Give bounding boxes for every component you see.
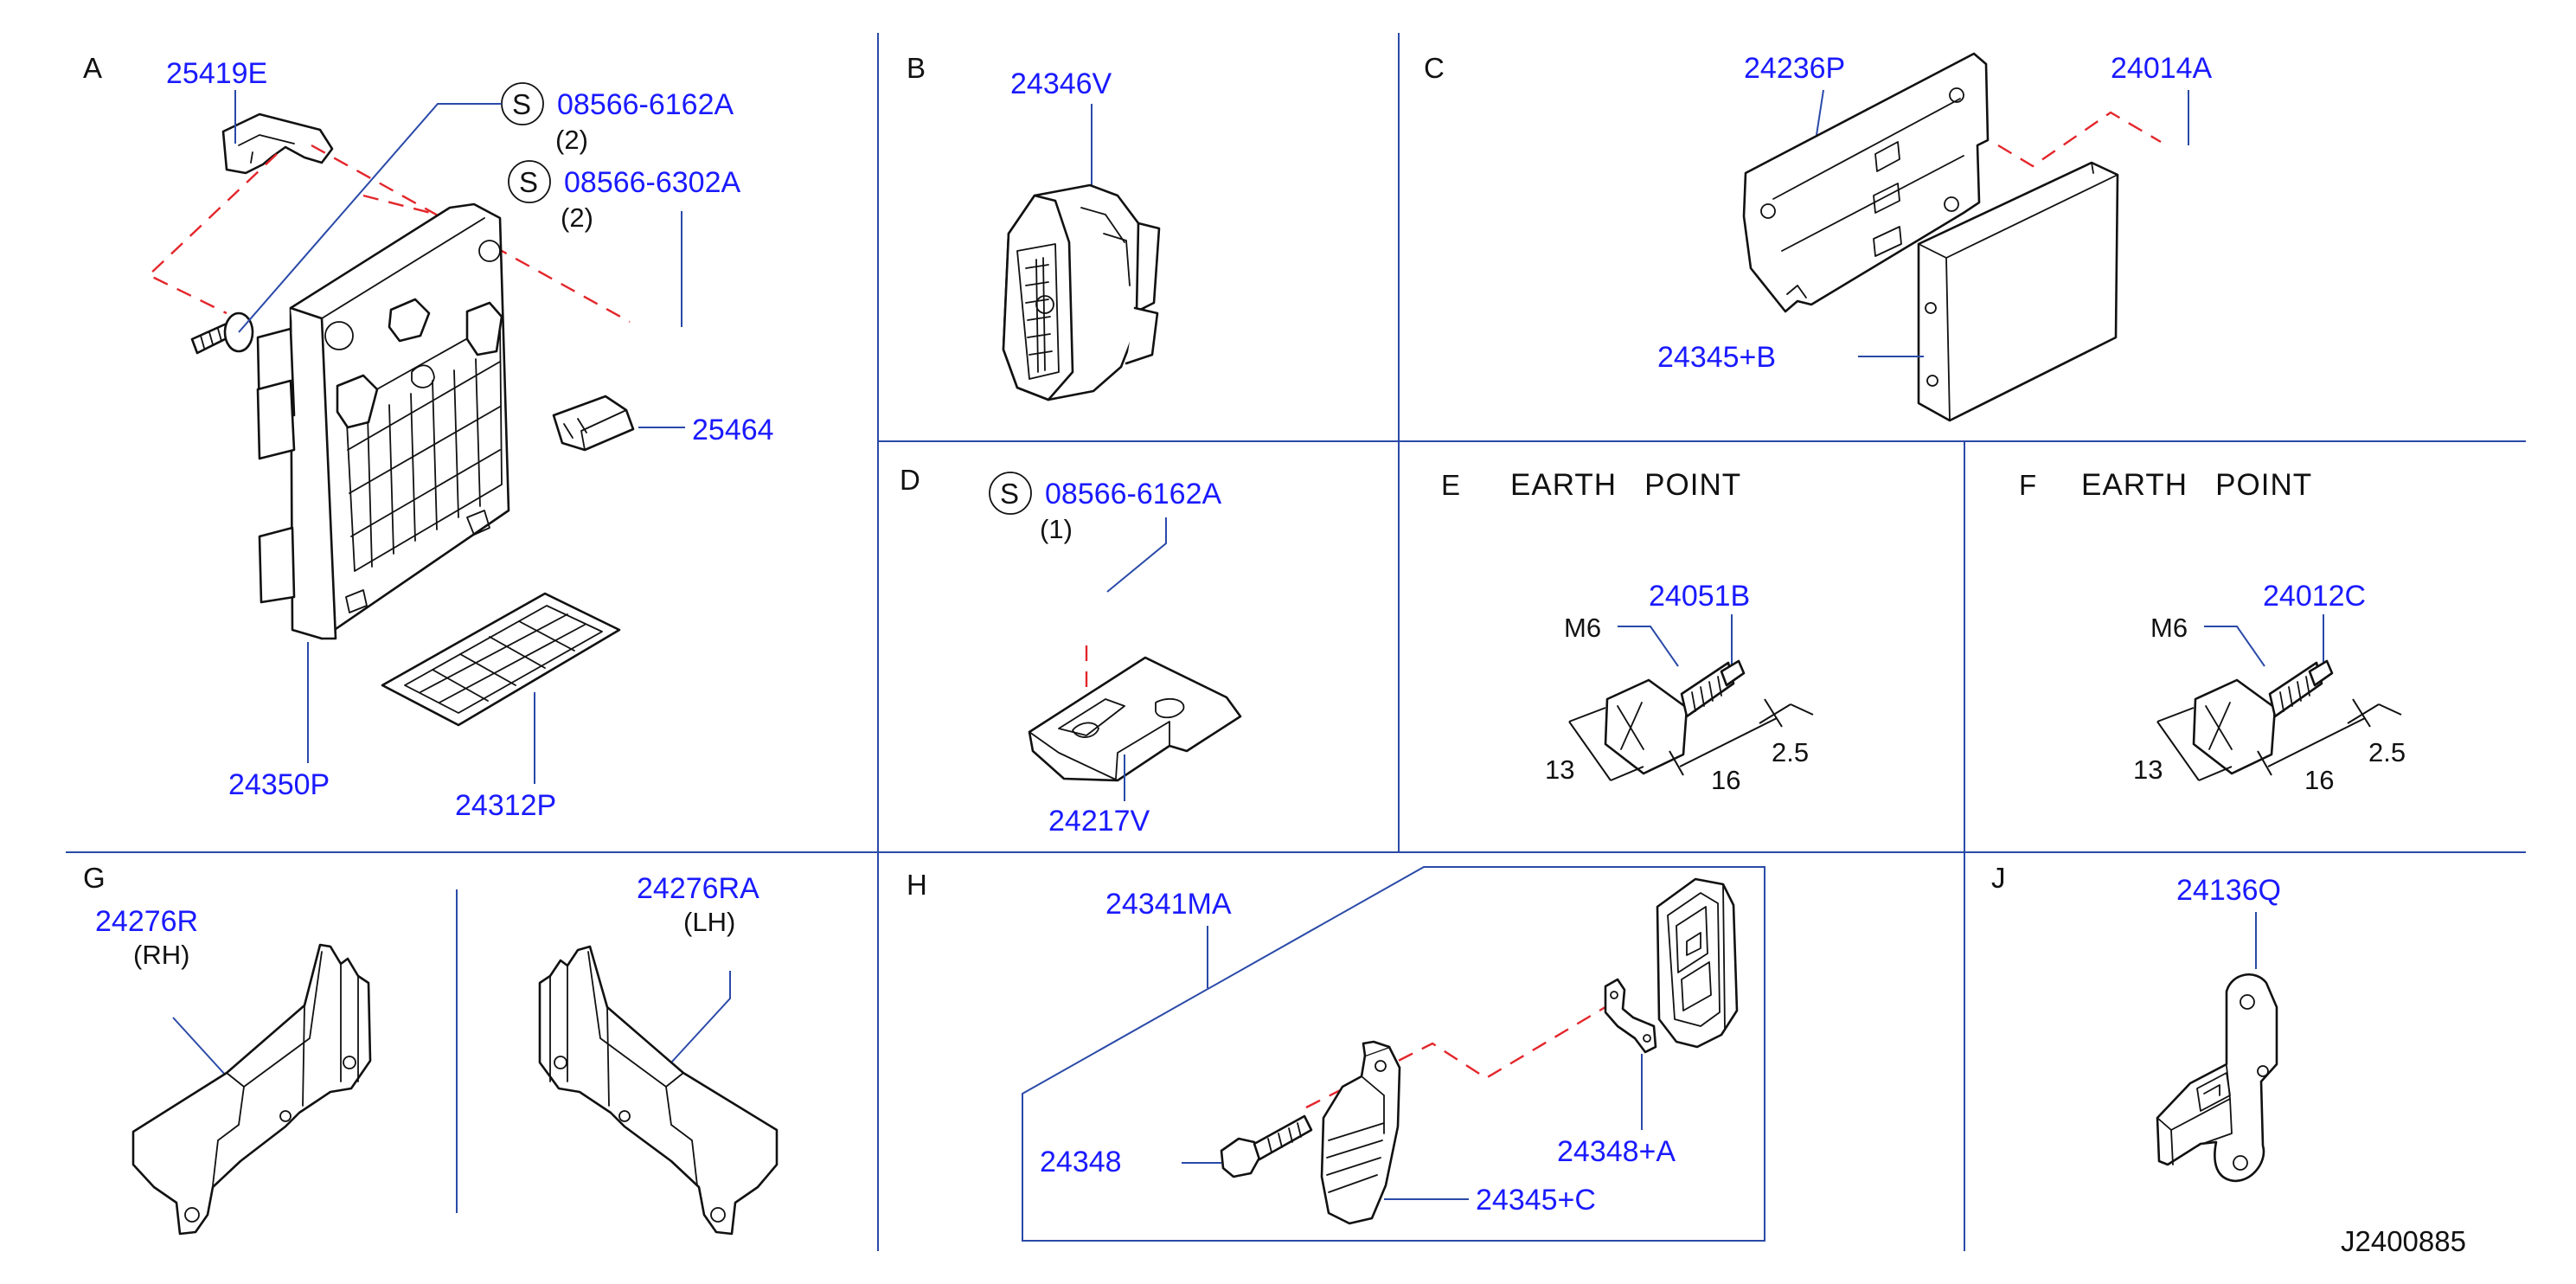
sensor-icon bbox=[1320, 1040, 1401, 1225]
section-d: D S 08566-6162A (1) 24217V bbox=[900, 464, 1242, 838]
section-e-title: EARTH POINT bbox=[1510, 468, 1741, 502]
section-grid bbox=[66, 33, 2526, 1251]
section-b: B 24346V bbox=[907, 52, 1161, 401]
section-j: J 24136Q bbox=[1991, 862, 2281, 1183]
section-h: H 24341MA 24348 24345+C 24348+A bbox=[907, 866, 1765, 1242]
part-24312p-label[interactable]: 24312P bbox=[455, 789, 556, 822]
part-24345b-label[interactable]: 24345+B bbox=[1657, 341, 1776, 374]
mount-bracket-j-icon bbox=[2156, 973, 2278, 1183]
assembly-frame bbox=[1022, 866, 1765, 1242]
part-24276ra-label[interactable]: 24276RA bbox=[637, 872, 759, 905]
section-e: E EARTH POINT 24051B M6 13 16 2.5 bbox=[1441, 468, 1814, 795]
section-letter-c: C bbox=[1424, 52, 1445, 84]
screw-symbol-3-icon bbox=[989, 472, 1032, 515]
diagram-code: J2400885 bbox=[2341, 1225, 2466, 1257]
screw-symbol-2-icon bbox=[508, 160, 551, 203]
dim-13-f-label: 13 bbox=[2133, 754, 2163, 785]
section-letter-g: G bbox=[83, 862, 106, 894]
bolt-24348-icon bbox=[1220, 1114, 1313, 1178]
part-24276r-side: (RH) bbox=[133, 940, 189, 970]
dim-2-5-f-label: 2.5 bbox=[2368, 737, 2406, 767]
section-f: F EARTH POINT 24012C M6 13 16 2.5 bbox=[2019, 468, 2406, 795]
bracket-25419e-icon bbox=[221, 112, 334, 175]
part-08566-6162a-d-label[interactable]: 08566-6162A bbox=[1045, 478, 1222, 510]
part-24276r-label[interactable]: 24276R bbox=[95, 905, 198, 938]
section-g: G 24276R (RH) 24276RA (LH) bbox=[83, 862, 779, 1236]
fuse-icon bbox=[552, 395, 635, 452]
part-24348a-label[interactable]: 24348+A bbox=[1557, 1135, 1676, 1168]
dim-13-label: 13 bbox=[1545, 754, 1574, 785]
section-letter-j: J bbox=[1991, 862, 2006, 894]
part-24346v-label[interactable]: 24346V bbox=[1010, 67, 1112, 100]
section-letter-f: F bbox=[2019, 469, 2036, 501]
connector-icon bbox=[1002, 183, 1161, 401]
section-letter-e: E bbox=[1441, 469, 1460, 501]
junction-box-icon bbox=[256, 202, 510, 640]
screw-symbol-3: S bbox=[1000, 478, 1019, 510]
section-c: C 24236P 24014A 24345+B bbox=[1424, 52, 2213, 422]
part-25419e-label[interactable]: 25419E bbox=[166, 57, 267, 90]
part-08566-6162a-label[interactable]: 08566-6162A bbox=[557, 88, 734, 121]
dim-2-5-label: 2.5 bbox=[1772, 737, 1809, 767]
earth-clip-icon bbox=[1028, 656, 1242, 782]
mounting-bracket-icon bbox=[1742, 52, 1990, 313]
part-24350p-label[interactable]: 24350P bbox=[228, 768, 330, 801]
fuse-cover-icon bbox=[381, 592, 621, 727]
bolt-24012c-icon bbox=[2192, 659, 2334, 775]
thread-m6-label: M6 bbox=[1564, 613, 1601, 643]
thread-m6-f-label: M6 bbox=[2150, 613, 2188, 643]
part-24136q-label[interactable]: 24136Q bbox=[2176, 874, 2281, 907]
control-module-icon bbox=[1917, 161, 2119, 422]
screw-icon bbox=[190, 311, 254, 355]
part-24276ra-side: (LH) bbox=[683, 907, 735, 937]
section-letter-b: B bbox=[907, 52, 926, 84]
part-08566-6302a-qty: (2) bbox=[561, 202, 593, 233]
part-24236p-label[interactable]: 24236P bbox=[1744, 52, 1845, 85]
bolt-24051b-icon bbox=[1604, 659, 1746, 775]
part-24012c-label[interactable]: 24012C bbox=[2263, 580, 2366, 613]
connector-h-icon bbox=[1656, 877, 1739, 1049]
bracket-lh-icon bbox=[538, 945, 779, 1236]
part-24217v-label[interactable]: 24217V bbox=[1048, 805, 1150, 838]
section-a: A 25419E S 08566-6162A (2) S 08566-6302A… bbox=[83, 52, 774, 822]
dim-16-f-label: 16 bbox=[2304, 765, 2334, 795]
screw-symbol-1: S bbox=[512, 88, 531, 120]
bracket-rh-icon bbox=[131, 943, 372, 1236]
section-letter-h: H bbox=[907, 869, 927, 901]
section-letter-d: D bbox=[900, 464, 920, 496]
clip-24348a-icon bbox=[1604, 978, 1657, 1054]
part-24014a-label[interactable]: 24014A bbox=[2111, 52, 2213, 85]
part-08566-6162a-qty: (2) bbox=[555, 125, 588, 155]
section-f-title: EARTH POINT bbox=[2081, 468, 2312, 502]
part-24348-label[interactable]: 24348 bbox=[1040, 1146, 1122, 1178]
part-08566-6162a-d-qty: (1) bbox=[1040, 514, 1073, 544]
part-24341ma-label[interactable]: 24341MA bbox=[1105, 888, 1232, 921]
screw-symbol-2: S bbox=[519, 166, 538, 198]
part-08566-6302a-label[interactable]: 08566-6302A bbox=[564, 166, 741, 199]
section-letter-a: A bbox=[83, 52, 102, 84]
part-25464-label[interactable]: 25464 bbox=[692, 414, 774, 446]
dim-16-label: 16 bbox=[1711, 765, 1740, 795]
part-24051b-label[interactable]: 24051B bbox=[1649, 580, 1750, 613]
part-24345c-label[interactable]: 24345+C bbox=[1476, 1184, 1596, 1217]
